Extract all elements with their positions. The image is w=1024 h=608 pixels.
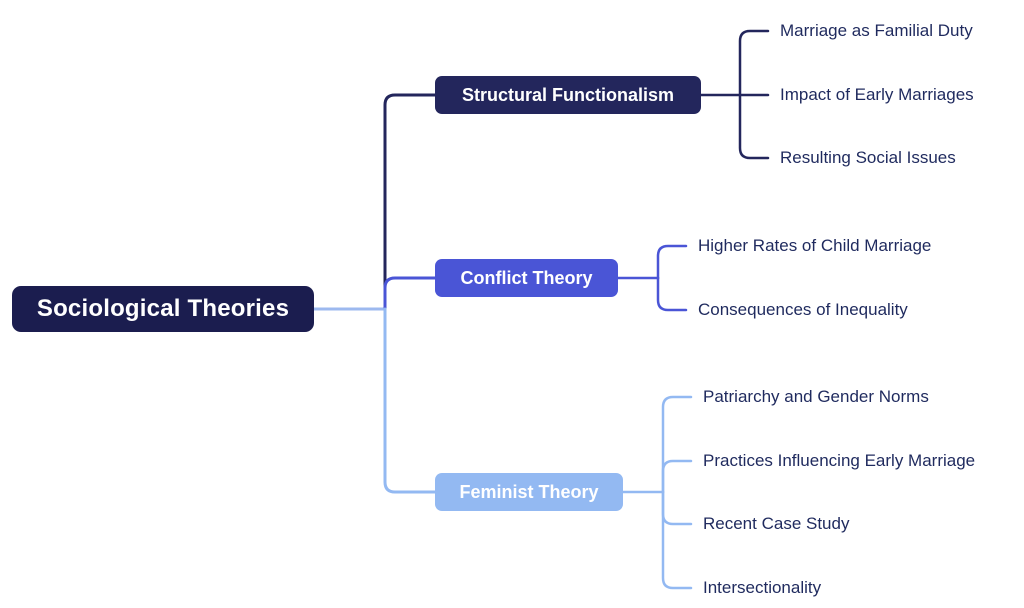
connector-root-conflict	[383, 276, 437, 311]
leaf-node-consequences-of-inequality[interactable]: Consequences of Inequality	[698, 300, 908, 319]
leaf-node-higher-rates-of-child-marriage[interactable]: Higher Rates of Child Marriage	[698, 236, 932, 255]
leaf-node-marriage-as-familial-duty[interactable]: Marriage as Familial Duty	[780, 21, 973, 40]
root-node-sociological-theories[interactable]: Sociological Theories	[12, 286, 314, 332]
connector-structural-child-3	[738, 93, 770, 160]
branch-node-label: Conflict Theory	[460, 267, 593, 288]
connector-root-structural	[383, 93, 437, 311]
connector-conflict-child-2	[656, 276, 688, 312]
connector-feminist-child-3	[661, 490, 693, 526]
leaf-node-recent-case-study[interactable]: Recent Case Study	[703, 514, 850, 533]
connector-conflict-child-1	[656, 244, 688, 280]
branch-node-structural-functionalism[interactable]: Structural Functionalism	[435, 76, 701, 114]
branch-node-label: Structural Functionalism	[461, 84, 675, 105]
connector-structural-child-1	[738, 29, 770, 97]
leaf-node-resulting-social-issues[interactable]: Resulting Social Issues	[780, 148, 956, 167]
branch-node-conflict-theory[interactable]: Conflict Theory	[435, 259, 618, 297]
connector-feminist-child-1	[661, 395, 693, 494]
leaf-node-intersectionality[interactable]: Intersectionality	[703, 578, 822, 597]
connector-feminist-child-2	[661, 459, 693, 494]
connector-root-feminist	[383, 307, 437, 494]
branch-node-label: Feminist Theory	[459, 481, 599, 502]
leaf-node-impact-of-early-marriages[interactable]: Impact of Early Marriages	[780, 85, 974, 104]
branch-node-feminist-theory[interactable]: Feminist Theory	[435, 473, 623, 511]
leaf-node-patriarchy-and-gender-norms[interactable]: Patriarchy and Gender Norms	[703, 387, 929, 406]
connector-feminist-child-4	[661, 490, 693, 590]
root-node-label: Sociological Theories	[36, 295, 290, 322]
leaf-node-practices-influencing-early-marriage[interactable]: Practices Influencing Early Marriage	[703, 451, 976, 470]
